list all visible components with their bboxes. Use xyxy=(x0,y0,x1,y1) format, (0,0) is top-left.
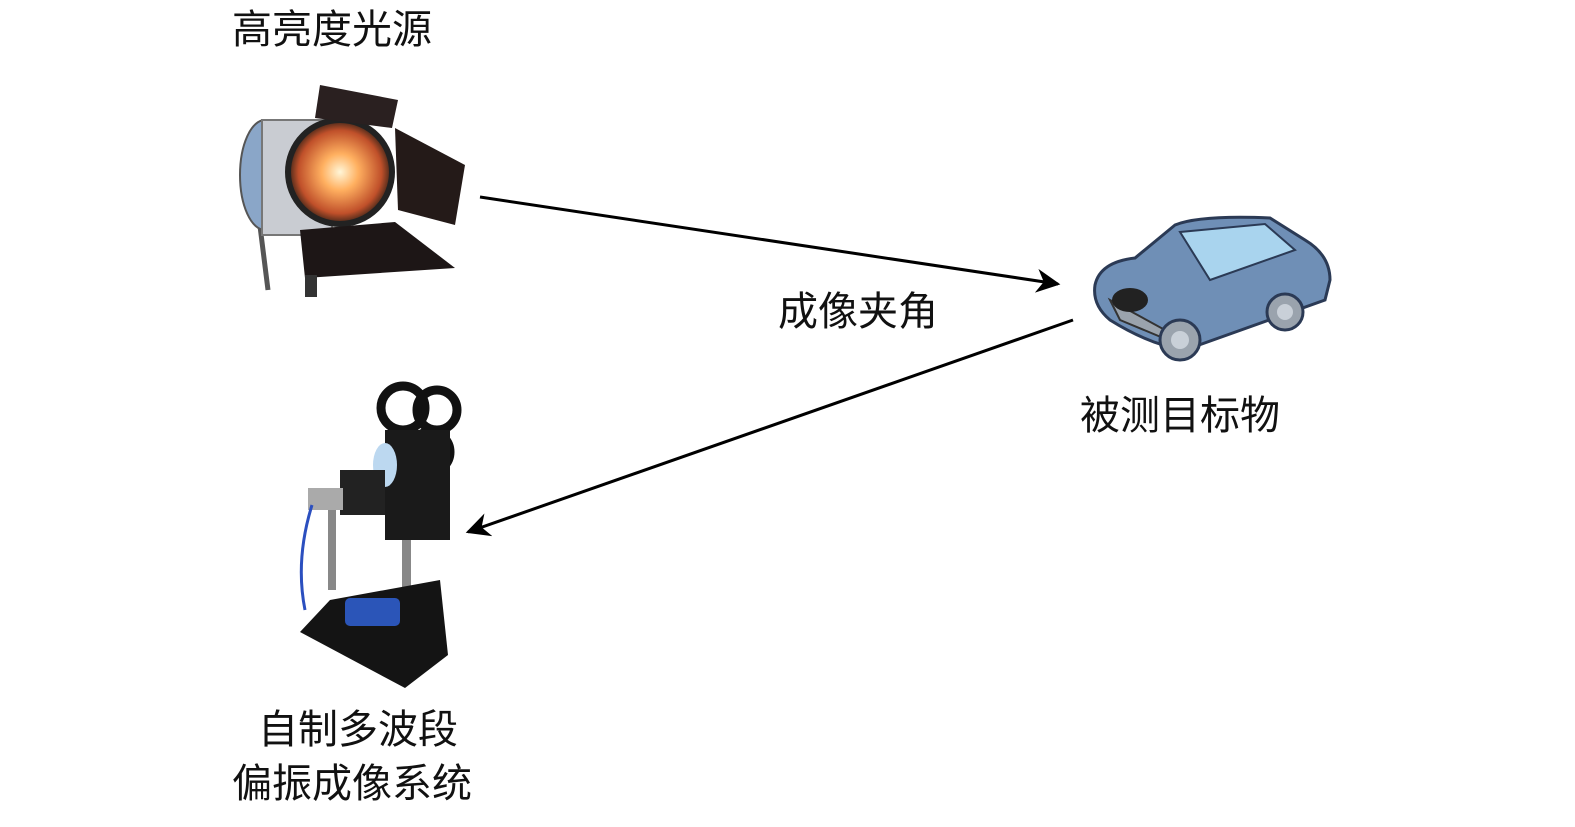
imaging-angle-label: 成像夹角 xyxy=(778,289,938,335)
system-label-line2: 偏振成像系统 xyxy=(232,761,472,807)
target-label: 被测目标物 xyxy=(1080,393,1280,439)
light-source-icon xyxy=(239,85,465,297)
imaging-system-icon xyxy=(299,381,462,688)
reflected-light-arrow xyxy=(465,318,1074,537)
car-icon xyxy=(1093,215,1332,362)
light-source-label: 高亮度光源 xyxy=(232,7,432,53)
incident-light-arrow xyxy=(479,195,1061,293)
system-label-line1: 自制多波段 xyxy=(258,707,458,753)
